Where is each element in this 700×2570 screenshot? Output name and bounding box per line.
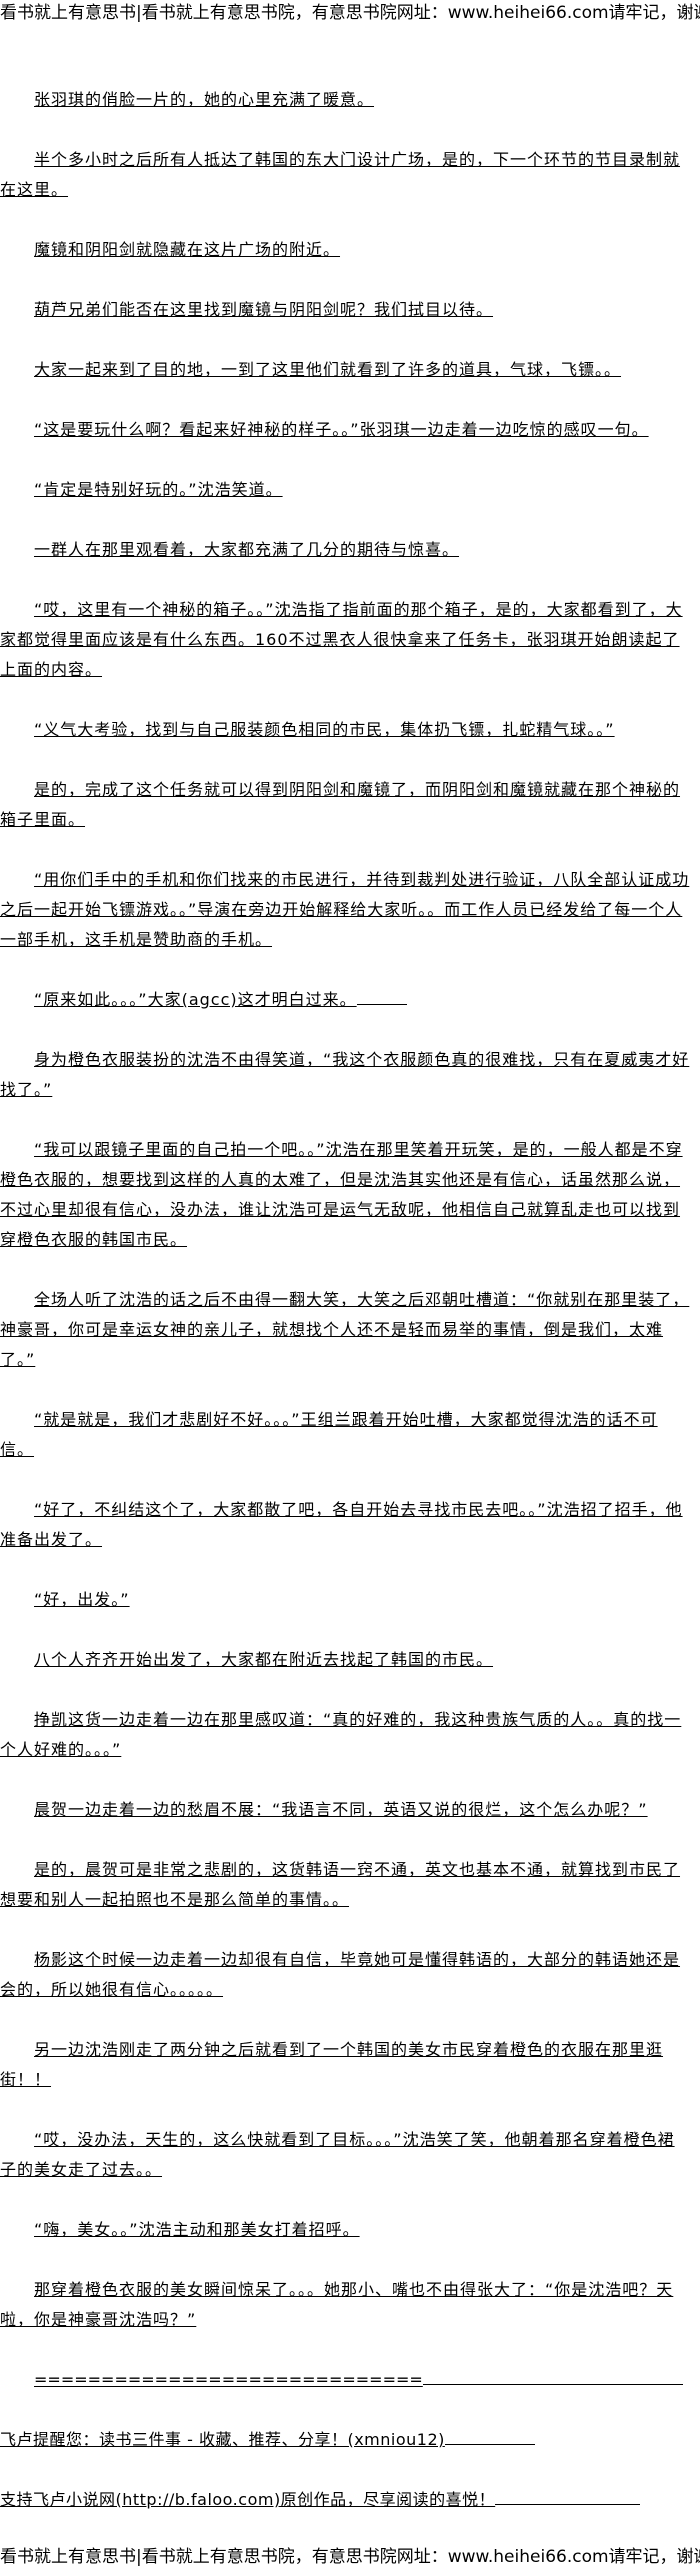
paragraph: “用你们手中的手机和你们找来的市民进行，并待到裁判处进行验证，八队全部认证成功之… — [0, 865, 690, 955]
paragraph-text: 是的，完成了这个任务就可以得到阴阳剑和魔镜了，而阴阳剑和魔镜就藏在那个神秘的箱子… — [0, 780, 681, 829]
paragraph-text: 八个人齐齐开始出发了，大家都在附近去找起了韩国的市民。 — [34, 1650, 494, 1669]
paragraph: 八个人齐齐开始出发了，大家都在附近去找起了韩国的市民。 — [0, 1645, 690, 1675]
footer-support: 支持飞卢小说网(http://b.faloo.com)原创作品，尽享阅读的喜悦！ — [0, 2485, 690, 2515]
paragraph: 杨影这个时候一边走着一边却很有自信，毕竟她可是懂得韩语的，大部分的韩语她还是会的… — [0, 1945, 690, 2005]
paragraph: 另一边沈浩刚走了两分钟之后就看到了一个韩国的美女市民穿着橙色的衣服在那里逛街！！ — [0, 2035, 690, 2095]
paragraph: “这是要玩什么啊？看起来好神秘的样子。。”张羽琪一边走着一边吃惊的感叹一句。 — [0, 415, 690, 445]
paragraph-text: 晨贺一边走着一边的愁眉不展：“我语言不同，英语又说的很烂，这个怎么办呢？” — [34, 1800, 648, 1819]
paragraph: “我可以跟镜子里面的自己拍一个吧。。”沈浩在那里笑着开玩笑，是的，一般人都是不穿… — [0, 1135, 690, 1255]
site-banner-top: 看书就上有意思书|看书就上有意思书院，有意思书院网址：www.heihei66.… — [0, 3, 700, 23]
paragraph-text: “嗨，美女。。”沈浩主动和那美女打着招呼。 — [34, 2220, 360, 2239]
paragraph-text: 另一边沈浩刚走了两分钟之后就看到了一个韩国的美女市民穿着橙色的衣服在那里逛街！！ — [0, 2040, 664, 2089]
paragraph: 张羽琪的俏脸一片的，她的心里充满了暖意。 — [0, 85, 690, 115]
paragraph: 是的，晨贺可是非常之悲剧的，这货韩语一窍不通，英文也基本不通，就算找到市民了想要… — [0, 1855, 690, 1915]
paragraph: “就是就是，我们才悲剧好不好。。。”王组兰跟着开始吐槽，大家都觉得沈浩的话不可信… — [0, 1405, 690, 1465]
paragraph-text: 半个多小时之后所有人抵达了韩国的东大门设计广场，是的，下一个环节的节目录制就在这… — [0, 150, 681, 199]
underline-tail — [495, 2486, 641, 2505]
paragraph: 身为橙色衣服装扮的沈浩不由得笑道，“我这个衣服颜色真的很难找，只有在夏威夷才好找… — [0, 1045, 690, 1105]
paragraph: “哎，这里有一个神秘的箱子。。”沈浩指了指前面的那个箱子，是的，大家都看到了，大… — [0, 595, 690, 685]
paragraph-text: “好了，不纠结这个了，大家都散了吧，各自开始去寻找市民去吧。。”沈浩招了招手，他… — [0, 1500, 683, 1549]
underline-tail — [444, 2426, 535, 2445]
paragraph-text: 那穿着橙色衣服的美女瞬间惊呆了。。。她那小、嘴也不由得张大了：“你是沈浩吧？天啦… — [0, 2280, 674, 2329]
paragraph: “原来如此。。。”大家(agcc)这才明白过来。 — [0, 985, 690, 1015]
paragraph: “义气大考验，找到与自己服装颜色相同的市民，集体扔飞镖，扎蛇精气球。。” — [0, 715, 690, 745]
paragraph: “嗨，美女。。”沈浩主动和那美女打着招呼。 — [0, 2215, 690, 2245]
paragraph-text: 葫芦兄弟们能否在这里找到魔镜与阴阳剑呢？我们拭目以待。 — [34, 300, 494, 319]
paragraph-text: “就是就是，我们才悲剧好不好。。。”王组兰跟着开始吐槽，大家都觉得沈浩的话不可信… — [0, 1410, 658, 1459]
paragraph-text: 挣凯这货一边走着一边在那里感叹道：“真的好难的，我这种贵族气质的人。。真的找一个… — [0, 1710, 682, 1759]
paragraph: “好，出发。” — [0, 1585, 690, 1615]
paragraph-text: 张羽琪的俏脸一片的，她的心里充满了暖意。 — [34, 90, 375, 109]
chapter-content: 张羽琪的俏脸一片的，她的心里充满了暖意。 半个多小时之后所有人抵达了韩国的东大门… — [0, 85, 690, 2545]
paragraph-text: 一群人在那里观看着，大家都充满了几分的期待与惊喜。 — [34, 540, 460, 559]
site-banner-bottom: 看书就上有意思书|看书就上有意思书院，有意思书院网址：www.heihei66.… — [0, 2547, 700, 2567]
separator-text: ============================= — [34, 2370, 423, 2389]
footer-support-text: 支持飞卢小说网(http://b.faloo.com)原创作品，尽享阅读的喜悦！ — [0, 2490, 496, 2509]
paragraph: 挣凯这货一边走着一边在那里感叹道：“真的好难的，我这种贵族气质的人。。真的找一个… — [0, 1705, 690, 1765]
paragraph-text: 魔镜和阴阳剑就隐藏在这片广场的附近。 — [34, 240, 341, 259]
paragraph-text: 是的，晨贺可是非常之悲剧的，这货韩语一窍不通，英文也基本不通，就算找到市民了想要… — [0, 1860, 681, 1909]
paragraph: 大家一起来到了目的地，一到了这里他们就看到了许多的道具，气球，飞镖。。 — [0, 355, 690, 385]
chapter-separator: ============================= — [0, 2365, 690, 2395]
paragraph: 晨贺一边走着一边的愁眉不展：“我语言不同，英语又说的很烂，这个怎么办呢？” — [0, 1795, 690, 1825]
footer-reminder: 飞卢提醒您：读书三件事 - 收藏、推荐、分享！(xmniou12) — [0, 2425, 690, 2455]
paragraph-text: “哎，这里有一个神秘的箱子。。”沈浩指了指前面的那个箱子，是的，大家都看到了，大… — [0, 600, 683, 679]
footer-reminder-text: 飞卢提醒您：读书三件事 - 收藏、推荐、分享！(xmniou12) — [0, 2430, 445, 2449]
paragraph: “好了，不纠结这个了，大家都散了吧，各自开始去寻找市民去吧。。”沈浩招了招手，他… — [0, 1495, 690, 1555]
underline-tail — [356, 986, 407, 1005]
paragraph: “肯定是特别好玩的。”沈浩笑道。 — [0, 475, 690, 505]
paragraph-text: “哎，没办法，天生的，这么快就看到了目标。。。”沈浩笑了笑，他朝着那名穿着橙色裙… — [0, 2130, 675, 2179]
paragraph: 那穿着橙色衣服的美女瞬间惊呆了。。。她那小、嘴也不由得张大了：“你是沈浩吧？天啦… — [0, 2275, 690, 2335]
paragraph: 葫芦兄弟们能否在这里找到魔镜与阴阳剑呢？我们拭目以待。 — [0, 295, 690, 325]
paragraph: “哎，没办法，天生的，这么快就看到了目标。。。”沈浩笑了笑，他朝着那名穿着橙色裙… — [0, 2125, 690, 2185]
paragraph-text: “用你们手中的手机和你们找来的市民进行，并待到裁判处进行验证，八队全部认证成功之… — [0, 870, 690, 949]
paragraph-text: 大家一起来到了目的地，一到了这里他们就看到了许多的道具，气球，飞镖。。 — [34, 360, 622, 379]
paragraph-text: “好，出发。” — [34, 1590, 130, 1609]
paragraph: 全场人听了沈浩的话之后不由得一翻大笑，大笑之后邓朝吐槽道：“你就别在那里装了，神… — [0, 1285, 690, 1375]
paragraph: 半个多小时之后所有人抵达了韩国的东大门设计广场，是的，下一个环节的节目录制就在这… — [0, 145, 690, 205]
paragraph: 一群人在那里观看着，大家都充满了几分的期待与惊喜。 — [0, 535, 690, 565]
paragraph-text: 全场人听了沈浩的话之后不由得一翻大笑，大笑之后邓朝吐槽道：“你就别在那里装了，神… — [0, 1290, 690, 1369]
paragraph-text: “义气大考验，找到与自己服装颜色相同的市民，集体扔飞镖，扎蛇精气球。。” — [34, 720, 615, 739]
paragraph-text: “这是要玩什么啊？看起来好神秘的样子。。”张羽琪一边走着一边吃惊的感叹一句。 — [34, 420, 649, 439]
paragraph-text: 杨影这个时候一边走着一边却很有自信，毕竟她可是懂得韩语的，大部分的韩语她还是会的… — [0, 1950, 681, 1999]
paragraph-text: “我可以跟镜子里面的自己拍一个吧。。”沈浩在那里笑着开玩笑，是的，一般人都是不穿… — [0, 1140, 683, 1249]
underline-tail — [422, 2366, 683, 2385]
paragraph-text: “原来如此。。。”大家(agcc)这才明白过来。 — [34, 990, 357, 1009]
paragraph-text: “肯定是特别好玩的。”沈浩笑道。 — [34, 480, 283, 499]
paragraph-text: 身为橙色衣服装扮的沈浩不由得笑道，“我这个衣服颜色真的很难找，只有在夏威夷才好找… — [0, 1050, 690, 1099]
paragraph: 魔镜和阴阳剑就隐藏在这片广场的附近。 — [0, 235, 690, 265]
paragraph: 是的，完成了这个任务就可以得到阴阳剑和魔镜了，而阴阳剑和魔镜就藏在那个神秘的箱子… — [0, 775, 690, 835]
